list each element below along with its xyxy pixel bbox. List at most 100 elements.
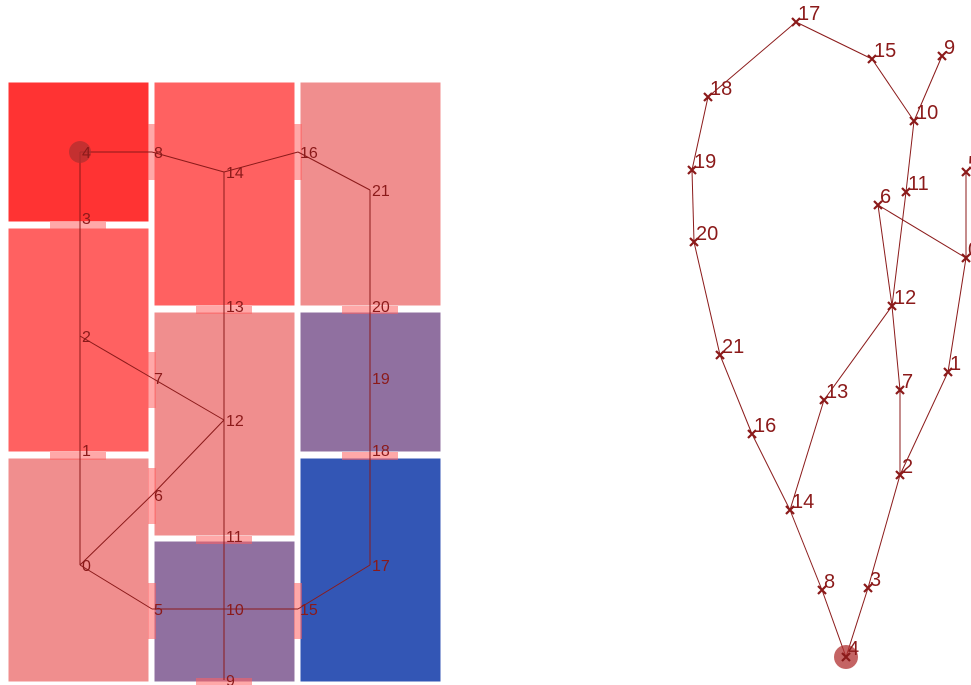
graph-node-label-1: 1 (950, 353, 961, 375)
graph-node-marker-16 (747, 429, 757, 439)
graph-node-marker-7 (895, 385, 905, 395)
graph-edge-12-7 (891, 305, 901, 391)
graph-edge-11-10 (905, 120, 915, 193)
graph-edge-12-11 (891, 191, 907, 307)
graph-node-marker-5 (961, 167, 971, 177)
graph-edge-8-14 (789, 509, 823, 591)
floorplan-edge-2-7 (79, 335, 153, 379)
graph-node-1: 1 (943, 353, 961, 377)
graph-node-label-3: 3 (870, 569, 881, 591)
graph-node-marker-10 (909, 116, 919, 126)
graph-node-label-20: 20 (696, 223, 718, 245)
graph-edge-4-3 (845, 587, 869, 658)
graph-edge-2-1 (899, 371, 949, 476)
graph-node-label-16: 16 (754, 415, 776, 437)
graph-node-label-11: 11 (908, 173, 929, 195)
graph-node-label-19: 19 (694, 151, 716, 173)
graph-edge-16-21 (719, 354, 753, 435)
graph-node-label-7: 7 (902, 371, 913, 393)
graph-node-0: 0 (961, 239, 971, 263)
graph-node-16: 16 (747, 415, 776, 439)
floorplan-node-label-4: 4 (82, 145, 91, 162)
floorplan-edge-14-16 (223, 151, 299, 173)
graph-node-marker-13 (819, 395, 829, 405)
floorplan-node-label-5: 5 (154, 602, 163, 619)
graph-node-marker-4 (841, 652, 851, 662)
graph-node-5: 5 (961, 153, 971, 177)
graph-node-14: 14 (785, 491, 814, 515)
floorplan-node-label-20: 20 (372, 299, 390, 316)
graph-node-8: 8 (817, 571, 835, 595)
door-11 (294, 583, 302, 639)
graph-edge-0-6 (877, 204, 967, 259)
floorplan-node-label-13: 13 (226, 299, 244, 316)
floorplan-node-label-2: 2 (82, 329, 91, 346)
graph-node-6: 6 (873, 186, 891, 210)
graph-node-label-14: 14 (792, 491, 814, 513)
graph-edge-19-18 (691, 96, 709, 171)
graph-node-label-2: 2 (902, 456, 913, 478)
graph-node-21: 21 (715, 336, 744, 360)
floorplan-node-label-7: 7 (154, 371, 163, 388)
graph-node-marker-2 (895, 470, 905, 480)
graph-node-label-18: 18 (710, 78, 732, 100)
floorplan-edge-15-17 (297, 564, 371, 610)
graph-node-marker-20 (689, 237, 699, 247)
graph-node-9: 9 (937, 37, 955, 61)
door-8 (148, 468, 156, 524)
graph-edge-21-20 (693, 241, 721, 356)
floorplan-node-label-1: 1 (82, 443, 91, 460)
door-10 (148, 583, 156, 639)
graph-node-13: 13 (819, 381, 848, 405)
door-5 (148, 352, 156, 408)
graph-node-label-5: 5 (968, 153, 971, 175)
floorplan-node-label-10: 10 (226, 602, 244, 619)
graph-node-marker-14 (785, 505, 795, 515)
graph-node-marker-18 (703, 92, 713, 102)
graph-node-2: 2 (895, 456, 913, 480)
floorplan-node-label-17: 17 (372, 558, 390, 575)
graph-node-label-4: 4 (848, 638, 859, 660)
floorplan-node-label-6: 6 (154, 488, 163, 505)
graph-edge-14-16 (751, 433, 791, 511)
graph-node-label-6: 6 (880, 186, 891, 208)
graph-node-17: 17 (791, 3, 820, 27)
graph-node-marker-1 (943, 367, 953, 377)
graph-edges (691, 21, 967, 658)
graph-node-label-8: 8 (824, 571, 835, 593)
room-0 (7, 457, 150, 683)
graph-node-12: 12 (887, 287, 916, 311)
floorplan-edge-16-21 (297, 151, 371, 191)
graph-node-11: 11 (901, 173, 929, 197)
graph-node-label-13: 13 (826, 381, 848, 403)
graph-node-label-17: 17 (798, 3, 820, 25)
floorplan-node-label-19: 19 (372, 371, 390, 388)
graph-edge-17-15 (795, 21, 873, 60)
door-6 (50, 452, 106, 460)
graph-node-marker-0 (961, 253, 971, 263)
graph-node-marker-12 (887, 301, 897, 311)
graph-node-label-15: 15 (874, 40, 896, 62)
floorplan-node-label-9: 9 (226, 673, 235, 685)
graph-edge-14-13 (789, 399, 825, 511)
floorplan-node-label-16: 16 (300, 145, 318, 162)
floorplan-edge-8-14 (151, 151, 225, 173)
floorplan-node-label-11: 11 (226, 529, 243, 546)
graph-node-label-12: 12 (894, 287, 916, 309)
floorplan-edge-0-5 (79, 564, 153, 610)
floorplan-node-label-18: 18 (372, 443, 390, 460)
room-2 (7, 227, 150, 453)
graph-node-label-10: 10 (916, 102, 938, 124)
graph-edge-15-10 (871, 58, 915, 122)
graph-edge-3-2 (867, 474, 901, 589)
floorplan-node-label-15: 15 (300, 602, 318, 619)
floorplan-edge-6-0 (79, 494, 153, 566)
floorplan-edge-12-6 (151, 419, 225, 496)
graph-node-label-9: 9 (944, 37, 955, 59)
floorplan-node-label-3: 3 (82, 211, 91, 228)
